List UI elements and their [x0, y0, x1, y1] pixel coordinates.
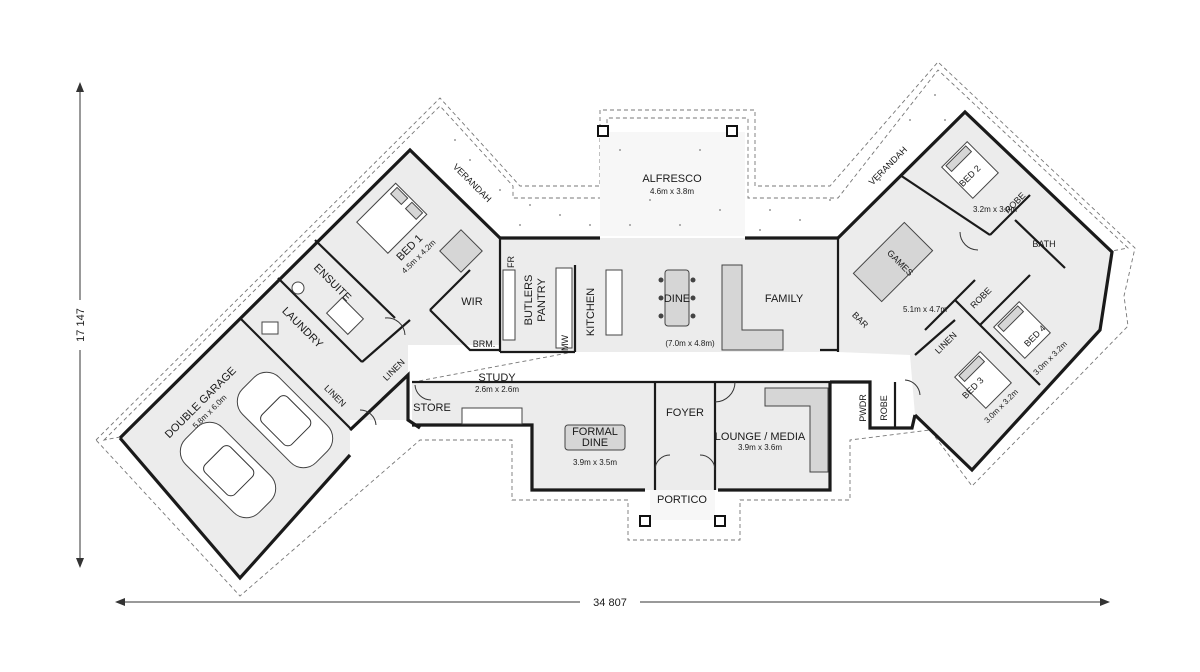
bed-4-bed: [993, 301, 1051, 359]
pantry-bench: [502, 269, 516, 341]
pool-table: [852, 221, 934, 303]
bed-3-bed: [954, 351, 1012, 409]
laundry-tub: [261, 321, 279, 335]
car-left: [179, 421, 277, 519]
room-alfresco-size: 4.6m x 3.8m: [650, 187, 694, 196]
room-dine-label: DINE: [664, 293, 690, 305]
overall-width-label: 34 807: [593, 597, 627, 609]
study-desk: [461, 407, 523, 425]
room-mw-label: MW: [560, 335, 570, 351]
room-kfd-size: (7.0m x 4.8m): [665, 339, 715, 348]
room-kitchen-label: KITCHEN: [585, 288, 597, 336]
car-right: [236, 371, 334, 469]
room-study-size: 2.6m x 2.6m: [475, 385, 519, 394]
room-fr-label: FR: [506, 256, 516, 268]
dining-table: [664, 269, 690, 327]
room-store-label: STORE: [413, 402, 451, 414]
room-formal-dine-line2: DINE: [582, 437, 608, 449]
room-study-label: STUDY: [478, 372, 516, 384]
room-formal-dine-size: 3.9m x 3.5m: [573, 458, 617, 467]
room-formal-dine-line1: FORMAL: [572, 426, 618, 438]
room-wir-label: WIR: [461, 296, 482, 308]
room-brm-label: BRM.: [473, 339, 496, 349]
dining-chairs: [658, 277, 696, 319]
overall-depth-label: 17 147: [75, 308, 87, 342]
furniture: [179, 141, 1051, 519]
room-lounge-size: 3.9m x 3.6m: [738, 443, 782, 452]
room-bath-label: BATH: [1032, 239, 1055, 249]
formal-dine-table: [564, 424, 626, 451]
room-portico-label: PORTICO: [657, 494, 707, 506]
basin: [291, 281, 305, 295]
family-sofa: [721, 264, 784, 351]
room-games-size: 5.1m x 4.7m: [903, 305, 947, 314]
room-robe-hall-label: ROBE: [879, 395, 889, 421]
kitchen-bench: [555, 267, 573, 349]
bed-1-chair: [439, 229, 483, 273]
dimension-lines: [72, 82, 1110, 608]
eave-outline: [95, 61, 1136, 597]
room-lounge-label: LOUNGE / MEDIA: [715, 431, 806, 443]
room-bed-2-size: 3.2m x 3.0m: [973, 205, 1017, 214]
door-swings: [359, 231, 979, 471]
room-family-label: FAMILY: [765, 293, 804, 305]
exterior-walls: [118, 109, 1114, 581]
room-foyer-label: FOYER: [666, 407, 704, 419]
shower: [325, 296, 365, 336]
kitchen-island: [605, 269, 623, 336]
room-pwdr-label: PWDR: [858, 394, 868, 422]
room-butlers-pantry-line1: BUTLERS: [523, 275, 535, 326]
lounge-sofa: [764, 387, 829, 473]
verandah-texture: [454, 94, 946, 231]
bed-1-bed: [356, 182, 428, 254]
bed-2-bed: [941, 141, 999, 199]
interior-walls: [239, 174, 1066, 490]
room-butlers-pantry-line2: PANTRY: [536, 278, 548, 322]
room-alfresco-label: ALFRESCO: [642, 173, 702, 185]
